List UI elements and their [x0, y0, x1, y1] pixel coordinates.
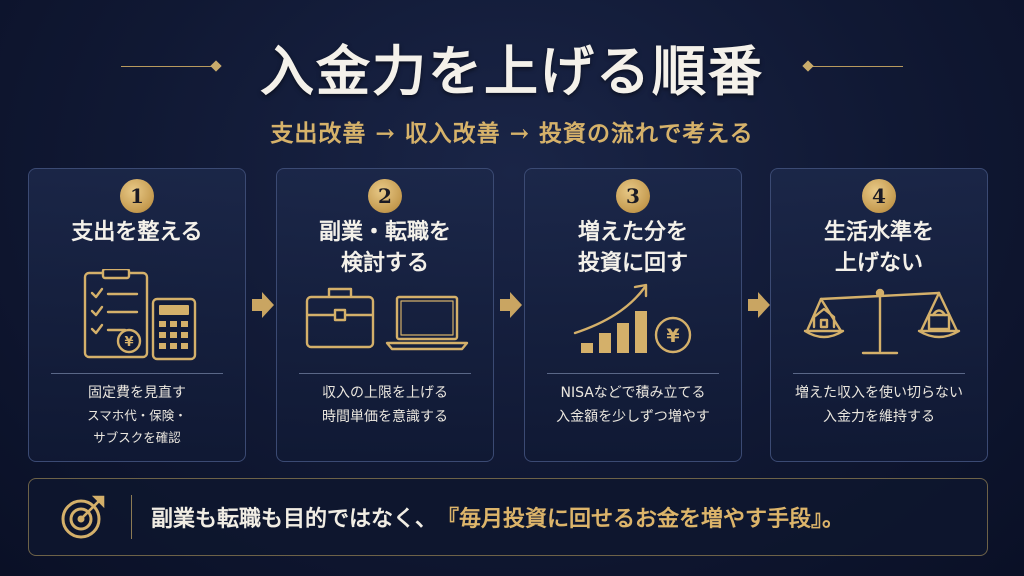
arrow-right-icon [500, 292, 522, 318]
card-divider [793, 373, 965, 374]
clipboard-calculator-icon: ¥ [29, 269, 245, 434]
step-description: 増えた収入を使い切らない 入金力を維持する [795, 385, 963, 425]
svg-text:¥: ¥ [124, 335, 133, 350]
step-card-2: 2 副業・転職を 検討する 収入の上限を上げる 時間単価を意識する [276, 168, 494, 462]
step-number-badge: 4 [862, 179, 896, 213]
arrow-right-icon [252, 292, 274, 318]
step-title: 生活水準を 上げない [823, 219, 934, 276]
conclusion-bar: 副業も転職も目的ではなく、『毎月投資に回せるお金を増やす手段』。 [28, 478, 988, 556]
growth-chart-yen-icon: ¥ [525, 269, 741, 434]
step-description: NISAなどで積み立てる 入金額を少しずつ増やす [556, 385, 710, 425]
target-icon [61, 495, 105, 539]
step-card-1: 1 支出を整える ¥ [28, 168, 246, 462]
page-title: 入金力を上げる順番 [260, 38, 764, 103]
title-ornament-left [121, 59, 222, 72]
step-number-badge: 3 [616, 179, 650, 213]
svg-text:¥: ¥ [666, 325, 679, 347]
card-divider [547, 373, 719, 374]
title-row: 入金力を上げる順番 [0, 30, 1024, 103]
step-title: 増えた分を 投資に回す [577, 219, 688, 276]
card-divider [51, 373, 223, 374]
step-description: 固定費を見直す スマホ代・保険・ サブスクを確認 [87, 385, 187, 445]
step-title: 支出を整える [71, 219, 203, 245]
balance-scale-icon [771, 269, 987, 434]
bar-separator [131, 495, 132, 539]
step-description: 収入の上限を上げる 時間単価を意識する [322, 385, 448, 425]
step-card-4: 4 生活水準を 上げない 増えた収入を使 [770, 168, 988, 462]
title-ornament-right [802, 59, 903, 72]
page-subtitle: 支出改善 → 収入改善 → 投資の流れで考える [270, 120, 754, 147]
step-title: 副業・転職を 検討する [318, 219, 451, 276]
step-card-3: 3 増えた分を 投資に回す ¥ NISAなどで積み立てる 入金額を少しずつ増やす [524, 168, 742, 462]
conclusion-text-plain: 副業も転職も目的ではなく、 [151, 506, 438, 532]
conclusion-text: 副業も転職も目的ではなく、『毎月投資に回せるお金を増やす手段』。 [151, 479, 844, 555]
briefcase-laptop-icon [277, 269, 493, 434]
conclusion-text-highlight: 『毎月投資に回せるお金を増やす手段』。 [437, 506, 845, 532]
step-number-badge: 2 [368, 179, 402, 213]
card-divider [299, 373, 471, 374]
step-number-badge: 1 [120, 179, 154, 213]
arrow-right-icon [748, 292, 770, 318]
